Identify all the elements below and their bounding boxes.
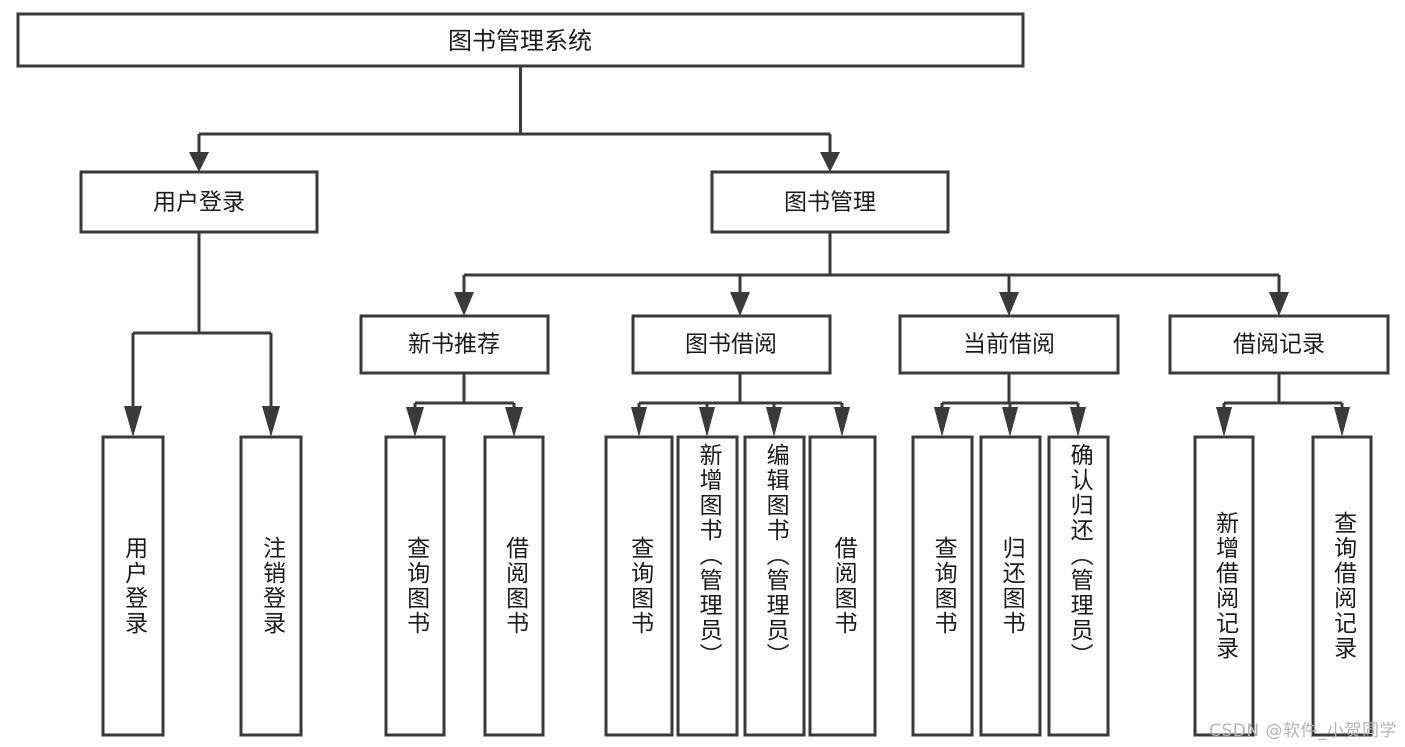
arrow-head-borrow-leaf-2 <box>699 407 715 437</box>
arrow-head-level3-2 <box>730 292 750 316</box>
node-book-borrow[interactable]: 图书借阅 <box>631 314 832 375</box>
node-root-label: 图书管理系统 <box>448 27 592 55</box>
arrow-head-userlogin-leaf-1 <box>124 406 142 437</box>
arrow-head-borrow-leaf-3 <box>766 407 782 437</box>
arrow-head-newbook-leaf-1 <box>406 407 424 437</box>
node-new-book-recommend[interactable]: 新书推荐 <box>359 314 550 375</box>
node-current-borrow-box[interactable] <box>898 314 1120 375</box>
connector-layer <box>124 66 1350 437</box>
node-book-management-label: 图书管理 <box>784 190 876 216</box>
leaf-box-book-borrow-3[interactable] <box>743 435 806 737</box>
arrow-head-level3-4 <box>1269 292 1289 316</box>
arrow-head-userlogin-leaf-2 <box>262 406 280 437</box>
leaf-box-book-borrow-4[interactable] <box>808 435 877 737</box>
arrow-head-current-leaf-2 <box>1002 407 1018 437</box>
leaf-box-book-borrow-1[interactable] <box>604 435 674 737</box>
node-book-management-box[interactable] <box>710 170 950 234</box>
leaf-box-user-login-1[interactable] <box>101 435 165 737</box>
arrow-head-current-leaf-1 <box>934 407 950 437</box>
node-borrow-record-label: 借阅记录 <box>1233 332 1325 358</box>
leaf-box-book-borrow-2[interactable] <box>676 435 739 737</box>
leaf-box-new-book-2[interactable] <box>483 435 545 737</box>
node-user-login-box[interactable] <box>79 170 319 234</box>
node-borrow-record-box[interactable] <box>1168 314 1390 375</box>
node-borrow-record[interactable]: 借阅记录 <box>1168 314 1390 375</box>
arrow-head-level3-1 <box>454 292 474 316</box>
arrow-head-borrow-leaf-4 <box>834 407 850 437</box>
node-book-management[interactable]: 图书管理 <box>710 170 950 234</box>
csdn-watermark: CSDN @软件_小贺同学 <box>1209 721 1397 741</box>
leaf-box-borrow-record-2[interactable] <box>1311 435 1373 737</box>
node-current-borrow[interactable]: 当前借阅 <box>898 314 1120 375</box>
arrow-head-level3-3 <box>999 292 1019 316</box>
node-book-borrow-label: 图书借阅 <box>685 332 777 358</box>
leaf-box-current-borrow-2[interactable] <box>979 435 1042 737</box>
arrow-head-record-leaf-1 <box>1216 407 1232 437</box>
leaf-box-borrow-record-1[interactable] <box>1193 435 1255 737</box>
arrow-head-newbook-leaf-2 <box>505 407 523 437</box>
arrow-head-bookmgmt <box>820 152 840 172</box>
node-new-book-recommend-label: 新书推荐 <box>408 332 500 358</box>
node-root[interactable]: 图书管理系统 <box>16 12 1025 68</box>
node-root-box[interactable] <box>16 12 1025 68</box>
leaf-box-user-login-2[interactable] <box>239 435 303 737</box>
node-book-borrow-box[interactable] <box>631 314 832 375</box>
arrow-head-record-leaf-2 <box>1334 407 1350 437</box>
leaf-box-current-borrow-1[interactable] <box>911 435 974 737</box>
leaf-box-current-borrow-3[interactable] <box>1047 435 1110 737</box>
arrow-head-borrow-leaf-1 <box>631 407 647 437</box>
leaf-box-layer <box>101 435 1373 737</box>
node-new-book-recommend-box[interactable] <box>359 314 550 375</box>
node-user-login-label: 用户登录 <box>153 190 245 216</box>
leaf-box-new-book-1[interactable] <box>384 435 446 737</box>
node-user-login[interactable]: 用户登录 <box>79 170 319 234</box>
arrow-head-userlogin <box>189 152 209 172</box>
arrow-head-current-leaf-3 <box>1070 407 1086 437</box>
node-current-borrow-label: 当前借阅 <box>963 332 1055 358</box>
